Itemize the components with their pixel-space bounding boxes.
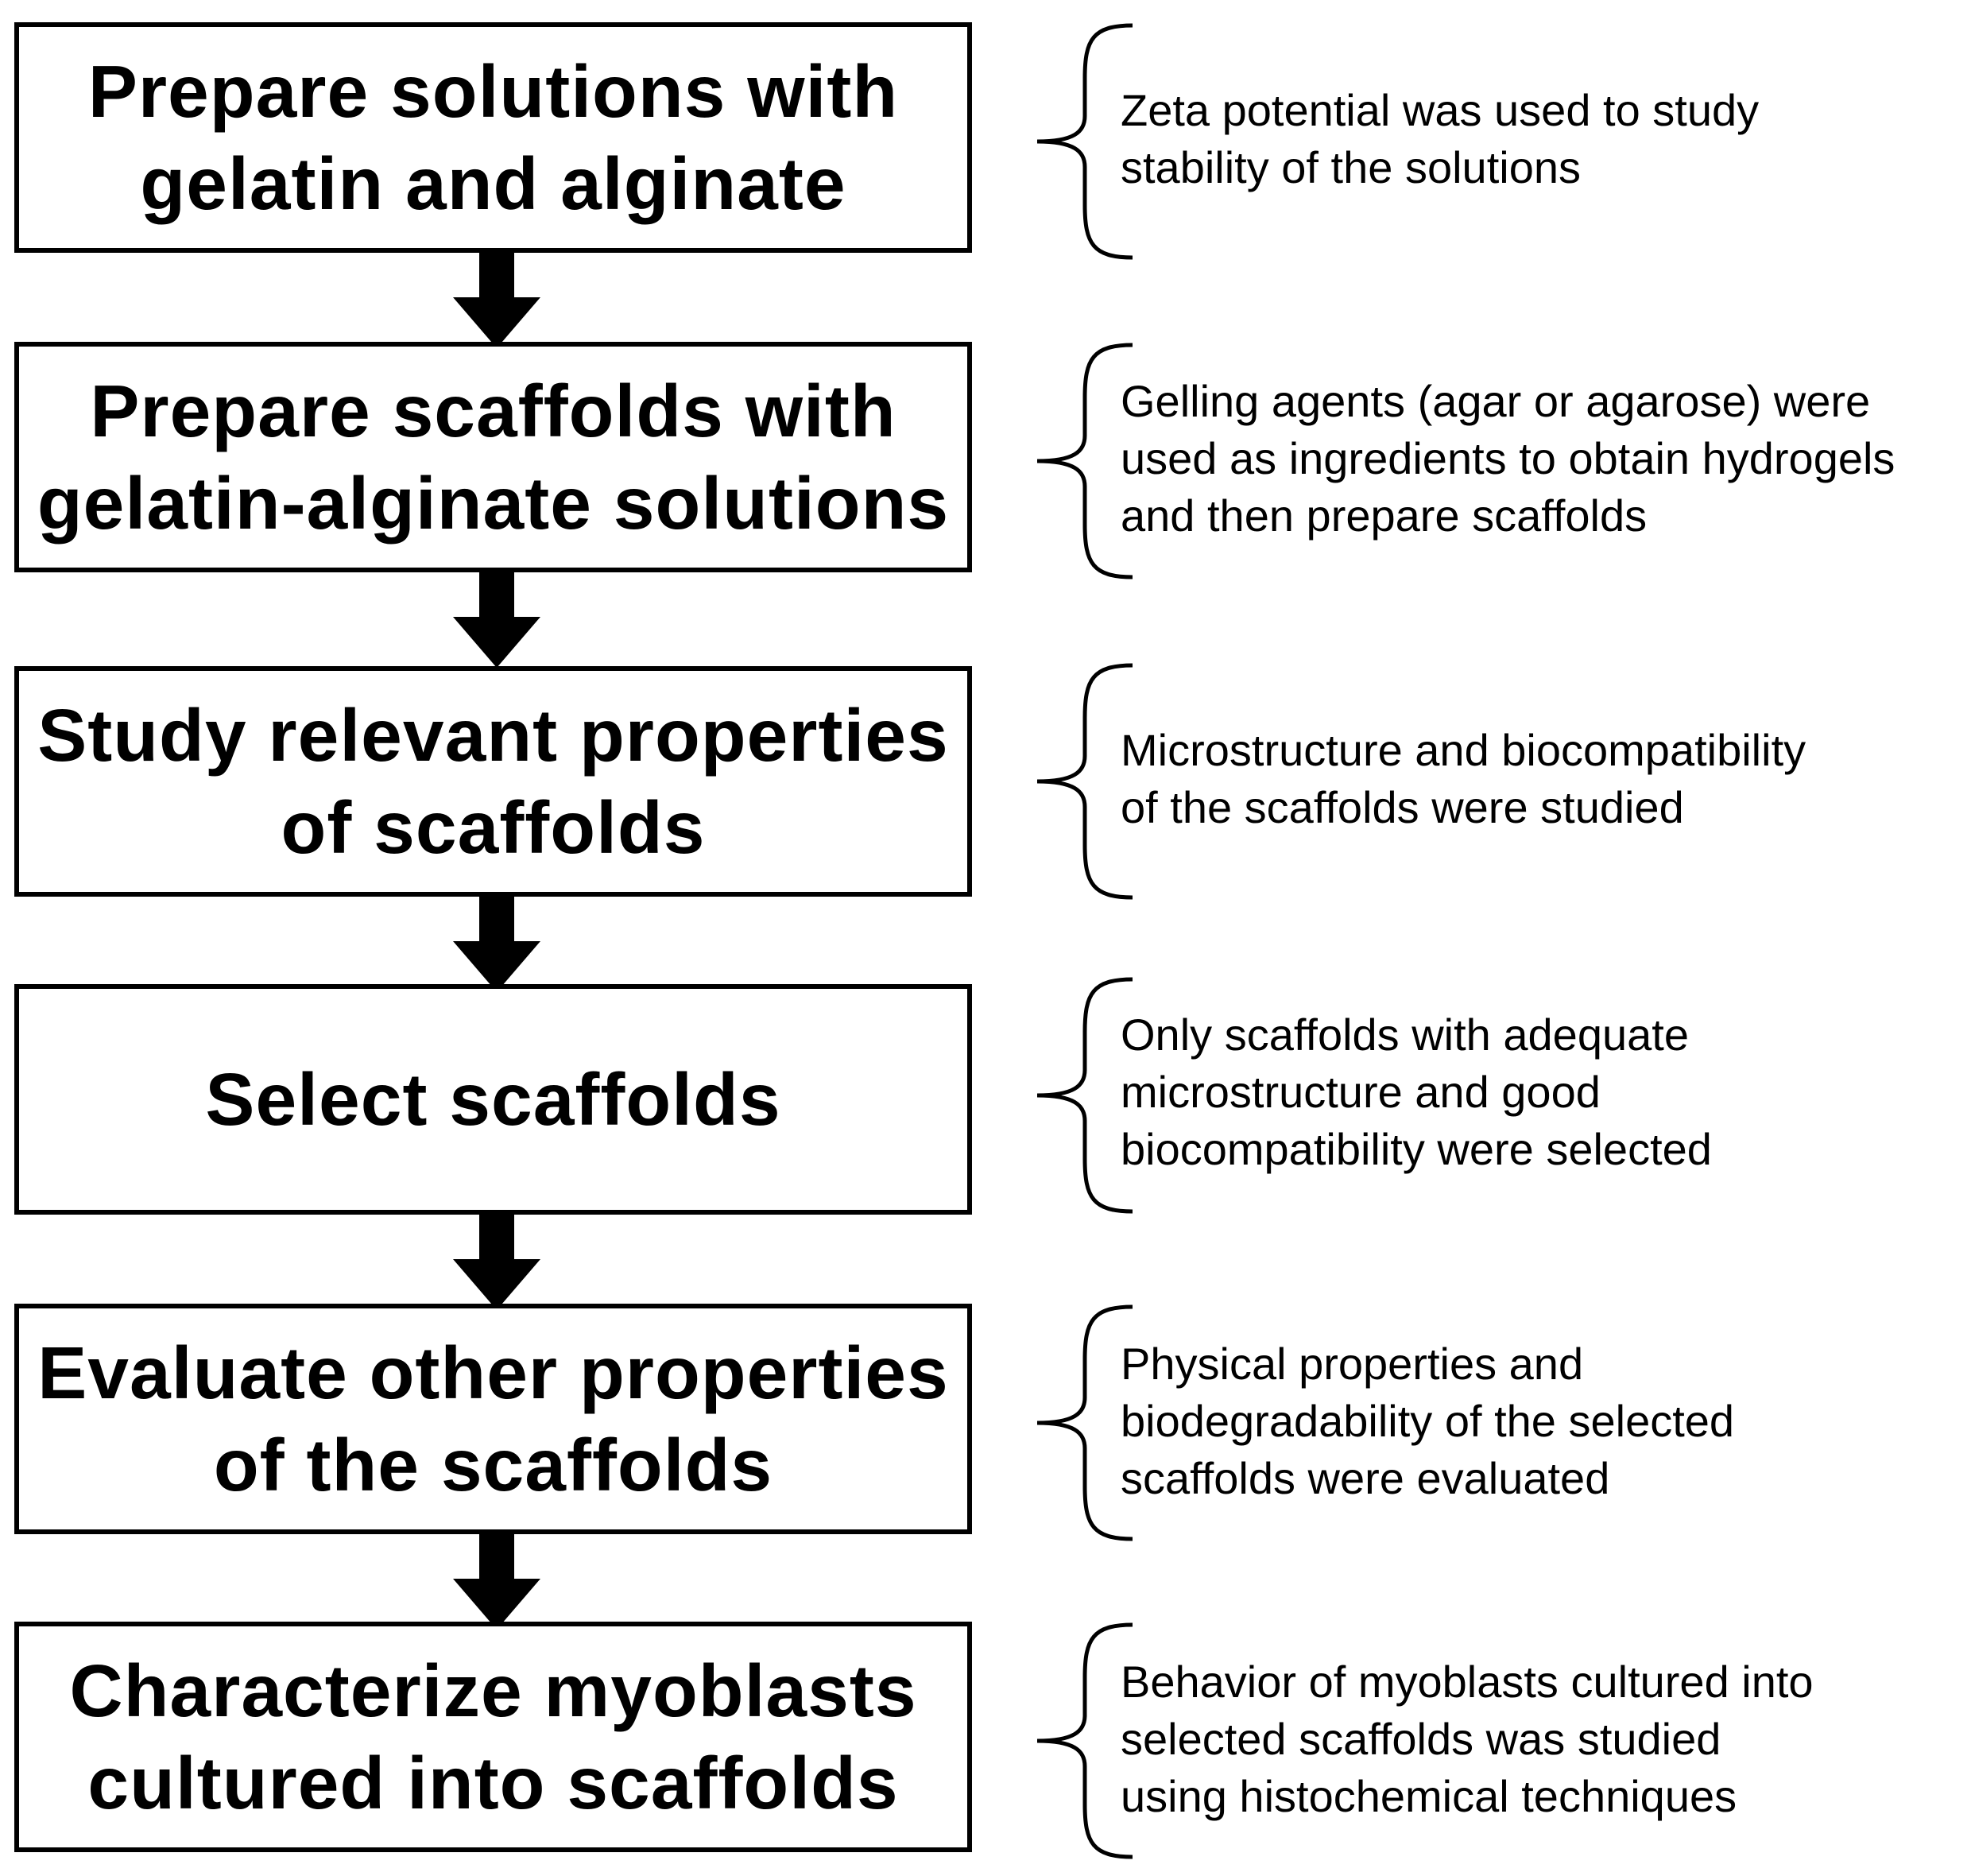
- curly-brace-icon: [1036, 977, 1133, 1214]
- curly-brace-icon: [1036, 663, 1133, 900]
- curly-brace-icon: [1036, 343, 1133, 579]
- curly-brace-icon: [1036, 1622, 1133, 1859]
- step-note: Zeta potential was used to study stabili…: [1121, 85, 1760, 192]
- down-arrow-icon: [453, 1534, 540, 1630]
- step-box-prepare-solutions: Prepare solutions with gelatin and algin…: [14, 22, 972, 253]
- step-label: Evaluate other properties of the scaffol…: [37, 1331, 949, 1506]
- down-arrow-icon: [453, 253, 540, 348]
- step-note: Gelling agents (agar or agarose) were us…: [1121, 376, 1895, 541]
- step-label: Select scaffolds: [205, 1058, 781, 1141]
- down-arrow-icon: [453, 1215, 540, 1310]
- curly-brace-icon: [1036, 1304, 1133, 1541]
- down-arrow-icon: [453, 897, 540, 992]
- step-note: Only scaffolds with adequate microstruct…: [1121, 1010, 1712, 1174]
- step-box-study-properties: Study relevant properties of scaffolds: [14, 666, 972, 897]
- step-label: Prepare scaffolds with gelatin-alginate …: [37, 370, 950, 545]
- step-label: Characterize myoblasts cultured into sca…: [69, 1649, 917, 1824]
- step-label: Prepare solutions with gelatin and algin…: [87, 50, 899, 225]
- step-box-evaluate-properties: Evaluate other properties of the scaffol…: [14, 1304, 972, 1534]
- step-note: Physical properties and biodegradability…: [1121, 1339, 1735, 1503]
- step-note: Behavior of myoblasts cultured into sele…: [1121, 1657, 1814, 1821]
- step-note: Microstructure and biocompatibility of t…: [1121, 725, 1806, 832]
- step-box-prepare-scaffolds: Prepare scaffolds with gelatin-alginate …: [14, 342, 972, 572]
- step-box-characterize-myoblasts: Characterize myoblasts cultured into sca…: [14, 1622, 972, 1852]
- step-box-select-scaffolds: Select scaffolds: [14, 984, 972, 1215]
- down-arrow-icon: [453, 572, 540, 668]
- step-label: Study relevant properties of scaffolds: [37, 694, 949, 869]
- curly-brace-icon: [1036, 23, 1133, 260]
